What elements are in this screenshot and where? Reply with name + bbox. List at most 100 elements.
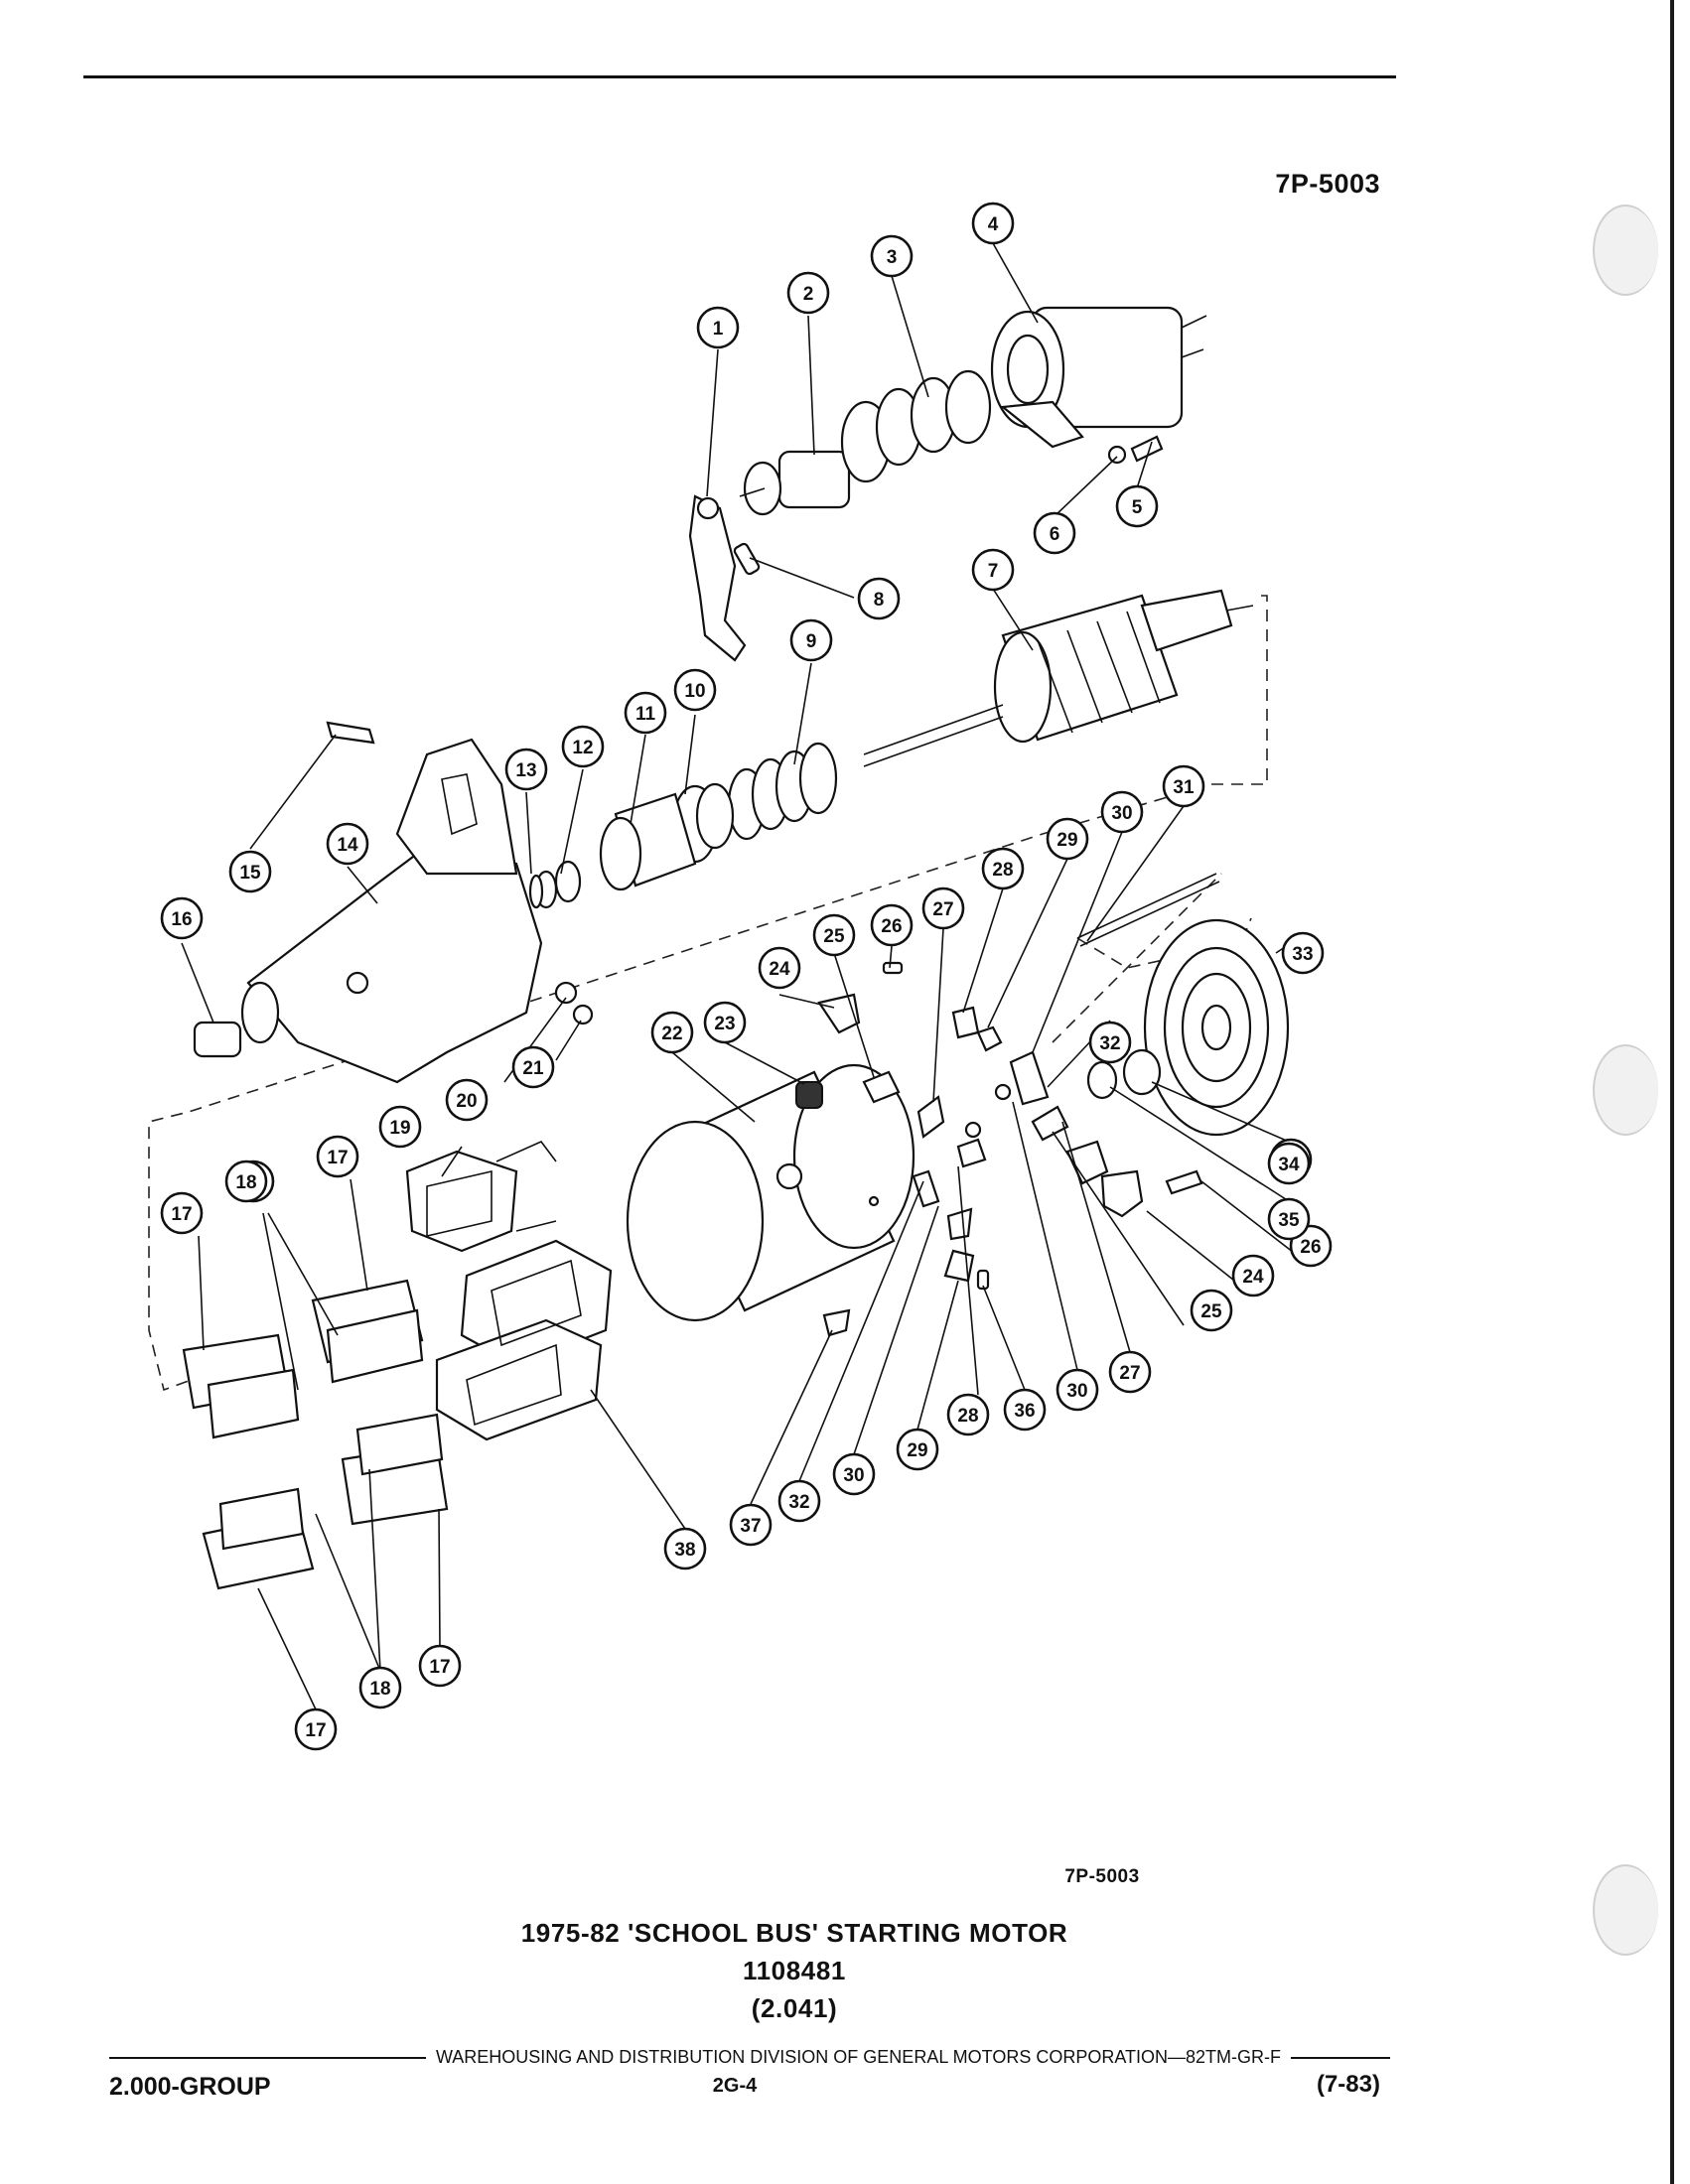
callout-circle [1100, 790, 1144, 834]
callout-circle [758, 946, 801, 990]
callout-circle [511, 1045, 555, 1089]
screw-part [1165, 1169, 1203, 1195]
callout-circle [358, 1666, 402, 1709]
callout-circle [870, 234, 914, 278]
callout-number: 31 [1173, 777, 1195, 798]
callout-18: 18 [358, 1666, 402, 1709]
assembly-guide [1052, 873, 1222, 1043]
footer-date: (7-83) [1316, 2071, 1380, 2098]
callout-circle [1088, 1021, 1132, 1064]
caption-part-number: 1108481 [743, 1956, 846, 1985]
callout-circle [650, 1011, 694, 1054]
callout-circle [378, 1105, 422, 1149]
field-frame-part [626, 1063, 915, 1322]
callout-number: 24 [1242, 1267, 1264, 1288]
callout-circle [1003, 1388, 1047, 1432]
callout-number: 2 [803, 284, 814, 305]
assembly-guide [148, 595, 1268, 1392]
callout-30: 30 [832, 1452, 876, 1496]
commutator-end-frame-part [1143, 918, 1290, 1137]
callout-number: 27 [1119, 1363, 1140, 1384]
armature-part [863, 589, 1254, 767]
callout-circle [1046, 817, 1089, 861]
callout-circle [228, 850, 272, 893]
bolt-part [326, 721, 375, 745]
pole-shoe-part [182, 1279, 449, 1590]
callout-circle [1033, 511, 1076, 555]
callout-31: 31 [1162, 764, 1205, 808]
callout-circle [870, 903, 914, 947]
callout-number: 22 [661, 1024, 682, 1044]
callout-circle [1267, 1142, 1311, 1185]
callout-30: 30 [1056, 1368, 1099, 1412]
callout-32: 32 [1088, 1021, 1132, 1064]
callout-number: 16 [171, 909, 192, 930]
callout-29: 29 [896, 1428, 939, 1471]
callout-circle [971, 548, 1015, 592]
washer-part [1107, 445, 1127, 465]
callout-circle [696, 306, 740, 349]
callout-17: 17 [316, 1135, 359, 1178]
ring-part [528, 874, 544, 909]
return-spring-part [840, 369, 992, 483]
callout-circle [561, 725, 605, 768]
callout-number: 30 [843, 1465, 864, 1486]
pin-part [733, 542, 761, 576]
drive-spring-part [671, 742, 838, 864]
callout-circle [326, 822, 369, 866]
callout-38: 38 [663, 1527, 707, 1570]
callout-circle [316, 1135, 359, 1178]
insulator-part [946, 1207, 973, 1241]
callout-labels: 1234567891011121314151617171717171818181… [160, 202, 1333, 1751]
caption-code: (2.041) [751, 1993, 838, 2023]
callout-29: 29 [1046, 817, 1089, 861]
callout-24: 24 [1231, 1254, 1275, 1297]
callout-4: 4 [971, 202, 1015, 245]
callout-7: 7 [971, 548, 1015, 592]
bushing-part [1122, 1048, 1162, 1096]
callout-number: 4 [988, 214, 999, 235]
footer-group: 2.000-GROUP [109, 2073, 271, 2101]
callout-circle [703, 1001, 747, 1044]
callout-34: 34 [1267, 1142, 1311, 1185]
pinion-drive-part [599, 792, 697, 891]
callout-number: 30 [1066, 1381, 1087, 1402]
callout-circle [1115, 484, 1159, 528]
callout-number: 12 [572, 738, 593, 758]
drive-housing-part [240, 738, 543, 1084]
washer-part [1086, 1060, 1118, 1100]
callout-15: 15 [228, 850, 272, 893]
binder-hole [1593, 1864, 1658, 1956]
callout-circle [981, 847, 1025, 890]
callout-circle [663, 1527, 707, 1570]
figure-code-bottom: 7P-5003 [1064, 1866, 1140, 1887]
caption-title: 1975-82 'SCHOOL BUS' STARTING MOTOR [520, 1918, 1068, 1948]
callout-37: 37 [729, 1503, 773, 1547]
callout-number: 36 [1014, 1401, 1035, 1422]
callout-35: 35 [1267, 1197, 1311, 1241]
callout-number: 17 [327, 1148, 348, 1168]
callout-circle [832, 1452, 876, 1496]
callout-10: 10 [673, 668, 717, 712]
callout-24: 24 [758, 946, 801, 990]
callout-number: 34 [1278, 1155, 1300, 1175]
nut-part [572, 1004, 594, 1025]
callout-16: 16 [160, 896, 204, 940]
callout-number: 7 [988, 561, 999, 582]
footer-rule [109, 2056, 426, 2059]
callout-number: 25 [823, 926, 845, 947]
bushing-part [193, 1021, 242, 1058]
lock-washer-part [554, 981, 578, 1005]
callout-number: 8 [874, 590, 885, 611]
screw-part [882, 961, 904, 975]
callout-number: 24 [769, 959, 790, 980]
solenoid-part [990, 306, 1207, 449]
callout-number: 17 [429, 1657, 450, 1678]
brush-part [943, 1249, 975, 1283]
brush-holder-part [1009, 1050, 1050, 1106]
spring-part [912, 1169, 940, 1208]
callout-circle [294, 1707, 338, 1751]
callout-20: 20 [445, 1078, 489, 1122]
field-coil-part [405, 1141, 557, 1253]
